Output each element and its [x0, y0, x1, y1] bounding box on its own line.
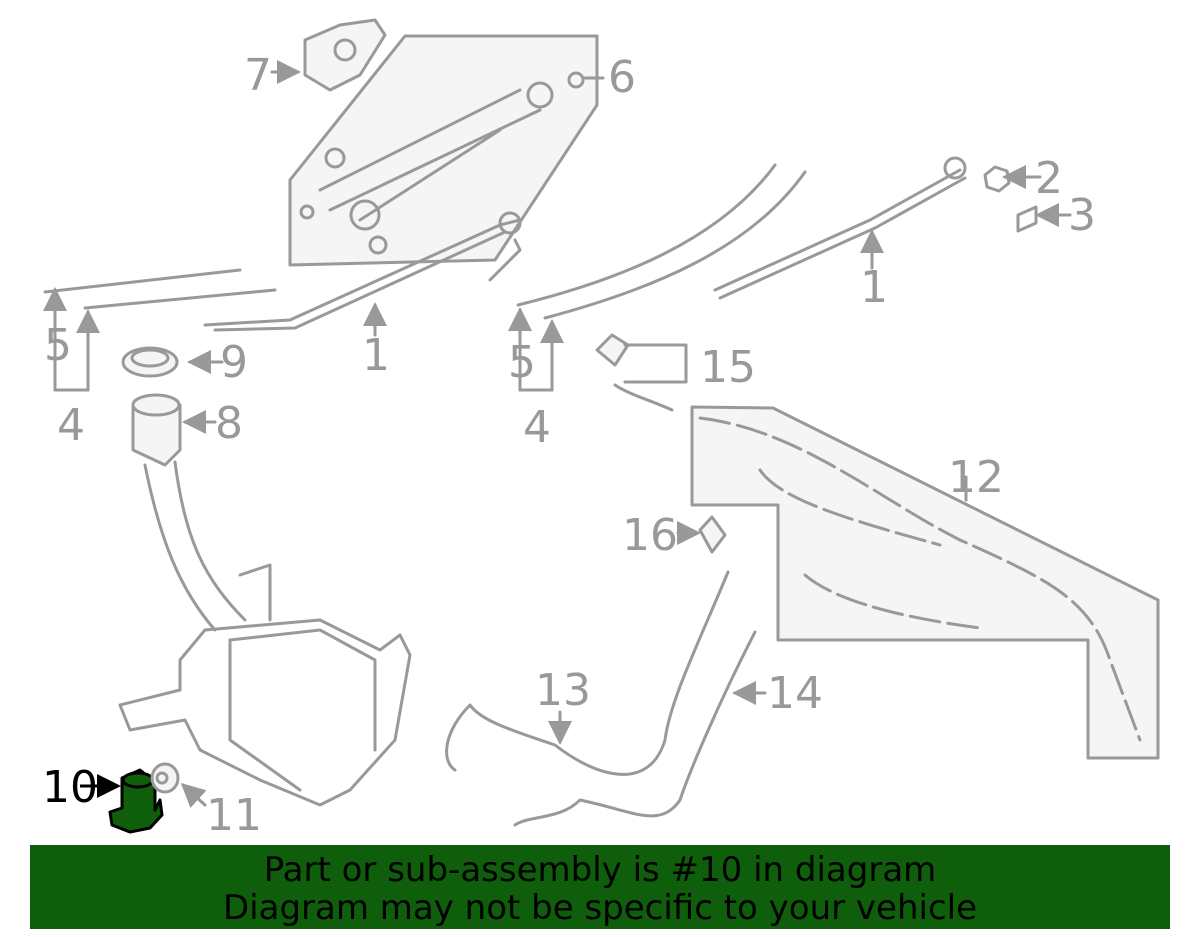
callout-5-right: 5	[508, 337, 536, 388]
pump-grommet-11	[150, 762, 180, 794]
callout-11: 11	[206, 790, 262, 841]
washer-nozzle-15	[595, 333, 688, 412]
callout-7: 7	[244, 50, 272, 101]
banner-line-1: Part or sub-assembly is #10 in diagram	[263, 850, 937, 890]
banner-line-2: Diagram may not be specific to your vehi…	[222, 888, 978, 928]
callout-12: 12	[948, 452, 1004, 503]
callout-14: 14	[767, 668, 823, 719]
callout-16: 16	[622, 510, 678, 561]
callout-1-right: 1	[860, 262, 888, 313]
wiper-linkage-6	[288, 34, 599, 267]
callout-3: 3	[1068, 190, 1096, 241]
washer-hose-14	[513, 630, 767, 827]
callout-8: 8	[215, 398, 243, 449]
washer-hose-13	[445, 570, 730, 776]
washer-pump-10	[108, 768, 164, 834]
washer-hose-12	[690, 405, 1160, 760]
left-wiper-assembly	[43, 211, 522, 392]
callout-4-left: 4	[57, 400, 85, 451]
callout-5-left: 5	[44, 320, 72, 371]
right-wiper-assembly	[508, 156, 1072, 392]
callout-2: 2	[1035, 153, 1063, 204]
wiper-motor-7	[303, 18, 387, 92]
callout-4-right: 4	[523, 402, 551, 453]
callout-10: 10	[42, 762, 98, 813]
reservoir-cap-9	[121, 346, 179, 378]
callout-15: 15	[700, 342, 756, 393]
washer-reservoir	[118, 563, 412, 807]
callout-1-left: 1	[362, 330, 390, 381]
callout-6: 6	[608, 52, 636, 103]
part-info-banner: Part or sub-assembly is #10 in diagram D…	[30, 845, 1170, 929]
washer-nozzle-16	[698, 515, 727, 554]
filler-neck-8	[131, 393, 247, 632]
callout-13: 13	[535, 665, 591, 716]
callout-9: 9	[220, 337, 248, 388]
